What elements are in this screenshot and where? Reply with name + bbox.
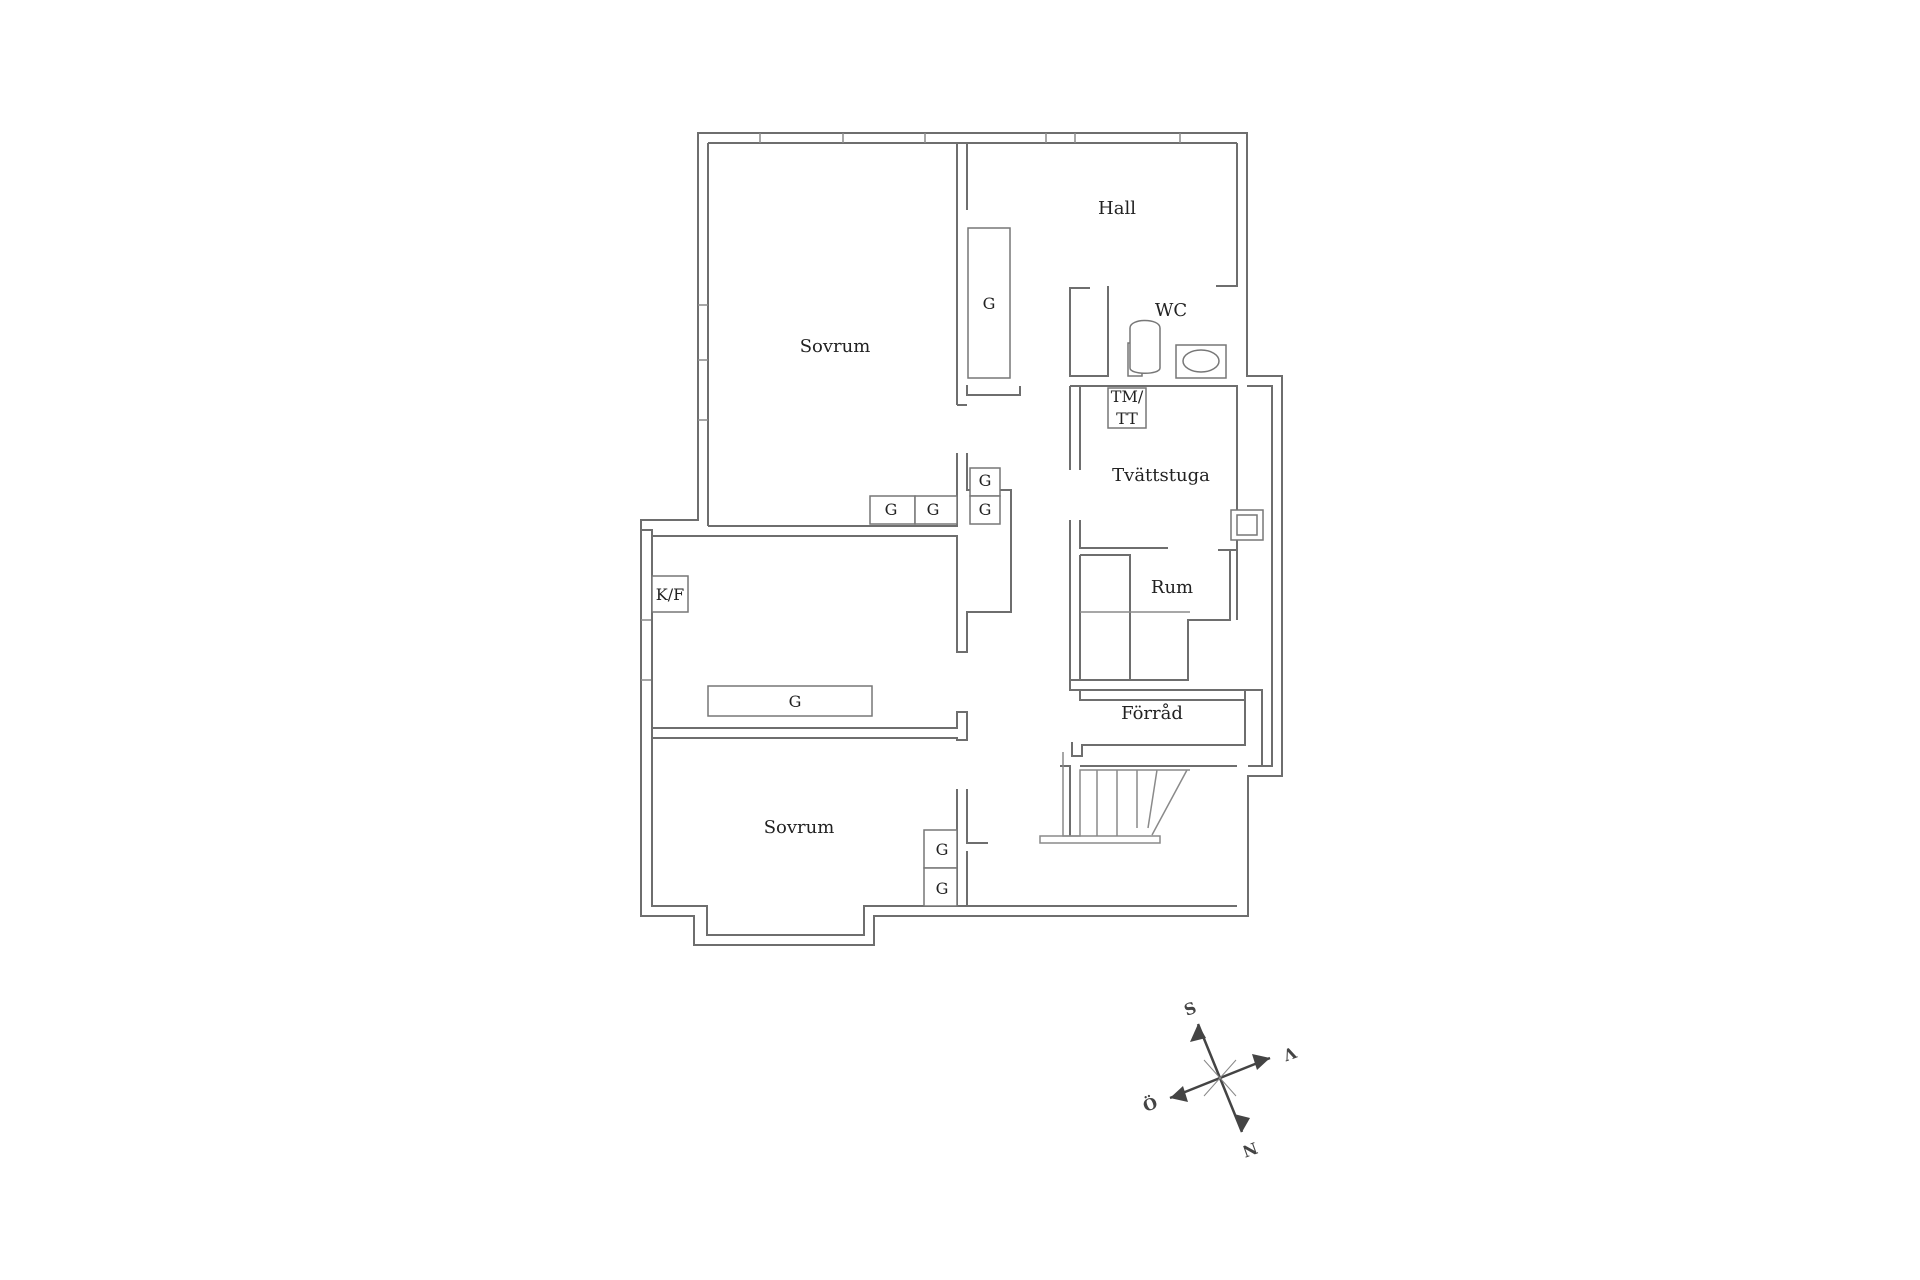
bathroom-fixtures <box>1127 319 1264 541</box>
closet-label: G <box>979 471 992 490</box>
compass-rose-icon <box>1169 1023 1271 1133</box>
closet-label: G <box>979 500 992 519</box>
compass-west-label: V <box>1280 1042 1300 1065</box>
windows <box>641 133 1181 681</box>
room-label-bedroom-bottom: Sovrum <box>764 817 835 838</box>
wardrobes <box>651 227 1147 907</box>
kf-label: K/F <box>656 585 684 604</box>
room-label-room: Rum <box>1151 577 1193 598</box>
outer-walls <box>640 132 1283 946</box>
room-label-wc: WC <box>1155 300 1187 321</box>
compass-north-label: N <box>1240 1138 1260 1161</box>
room-label-storage: Förråd <box>1121 702 1183 724</box>
compass: S N V Ö <box>1140 998 1300 1161</box>
closet-label: G <box>936 879 949 898</box>
room-label-laundry: Tvättstuga <box>1112 465 1210 486</box>
compass-east-label: Ö <box>1140 1092 1160 1116</box>
closet-label: G <box>927 500 940 519</box>
closet-label: G <box>789 692 802 711</box>
compass-south-label: S <box>1181 998 1198 1020</box>
interior-walls <box>641 143 1263 906</box>
room-label-hall: Hall <box>1098 198 1136 219</box>
room-label-bedroom-top: Sovrum <box>800 336 871 357</box>
closet-label: G <box>983 294 996 313</box>
stairs <box>1039 752 1190 844</box>
closet-label: G <box>936 840 949 859</box>
tm-tt-label-line1: TM/ <box>1111 387 1144 406</box>
closet-label: G <box>885 500 898 519</box>
tm-tt-label-line2: TT <box>1116 409 1138 428</box>
